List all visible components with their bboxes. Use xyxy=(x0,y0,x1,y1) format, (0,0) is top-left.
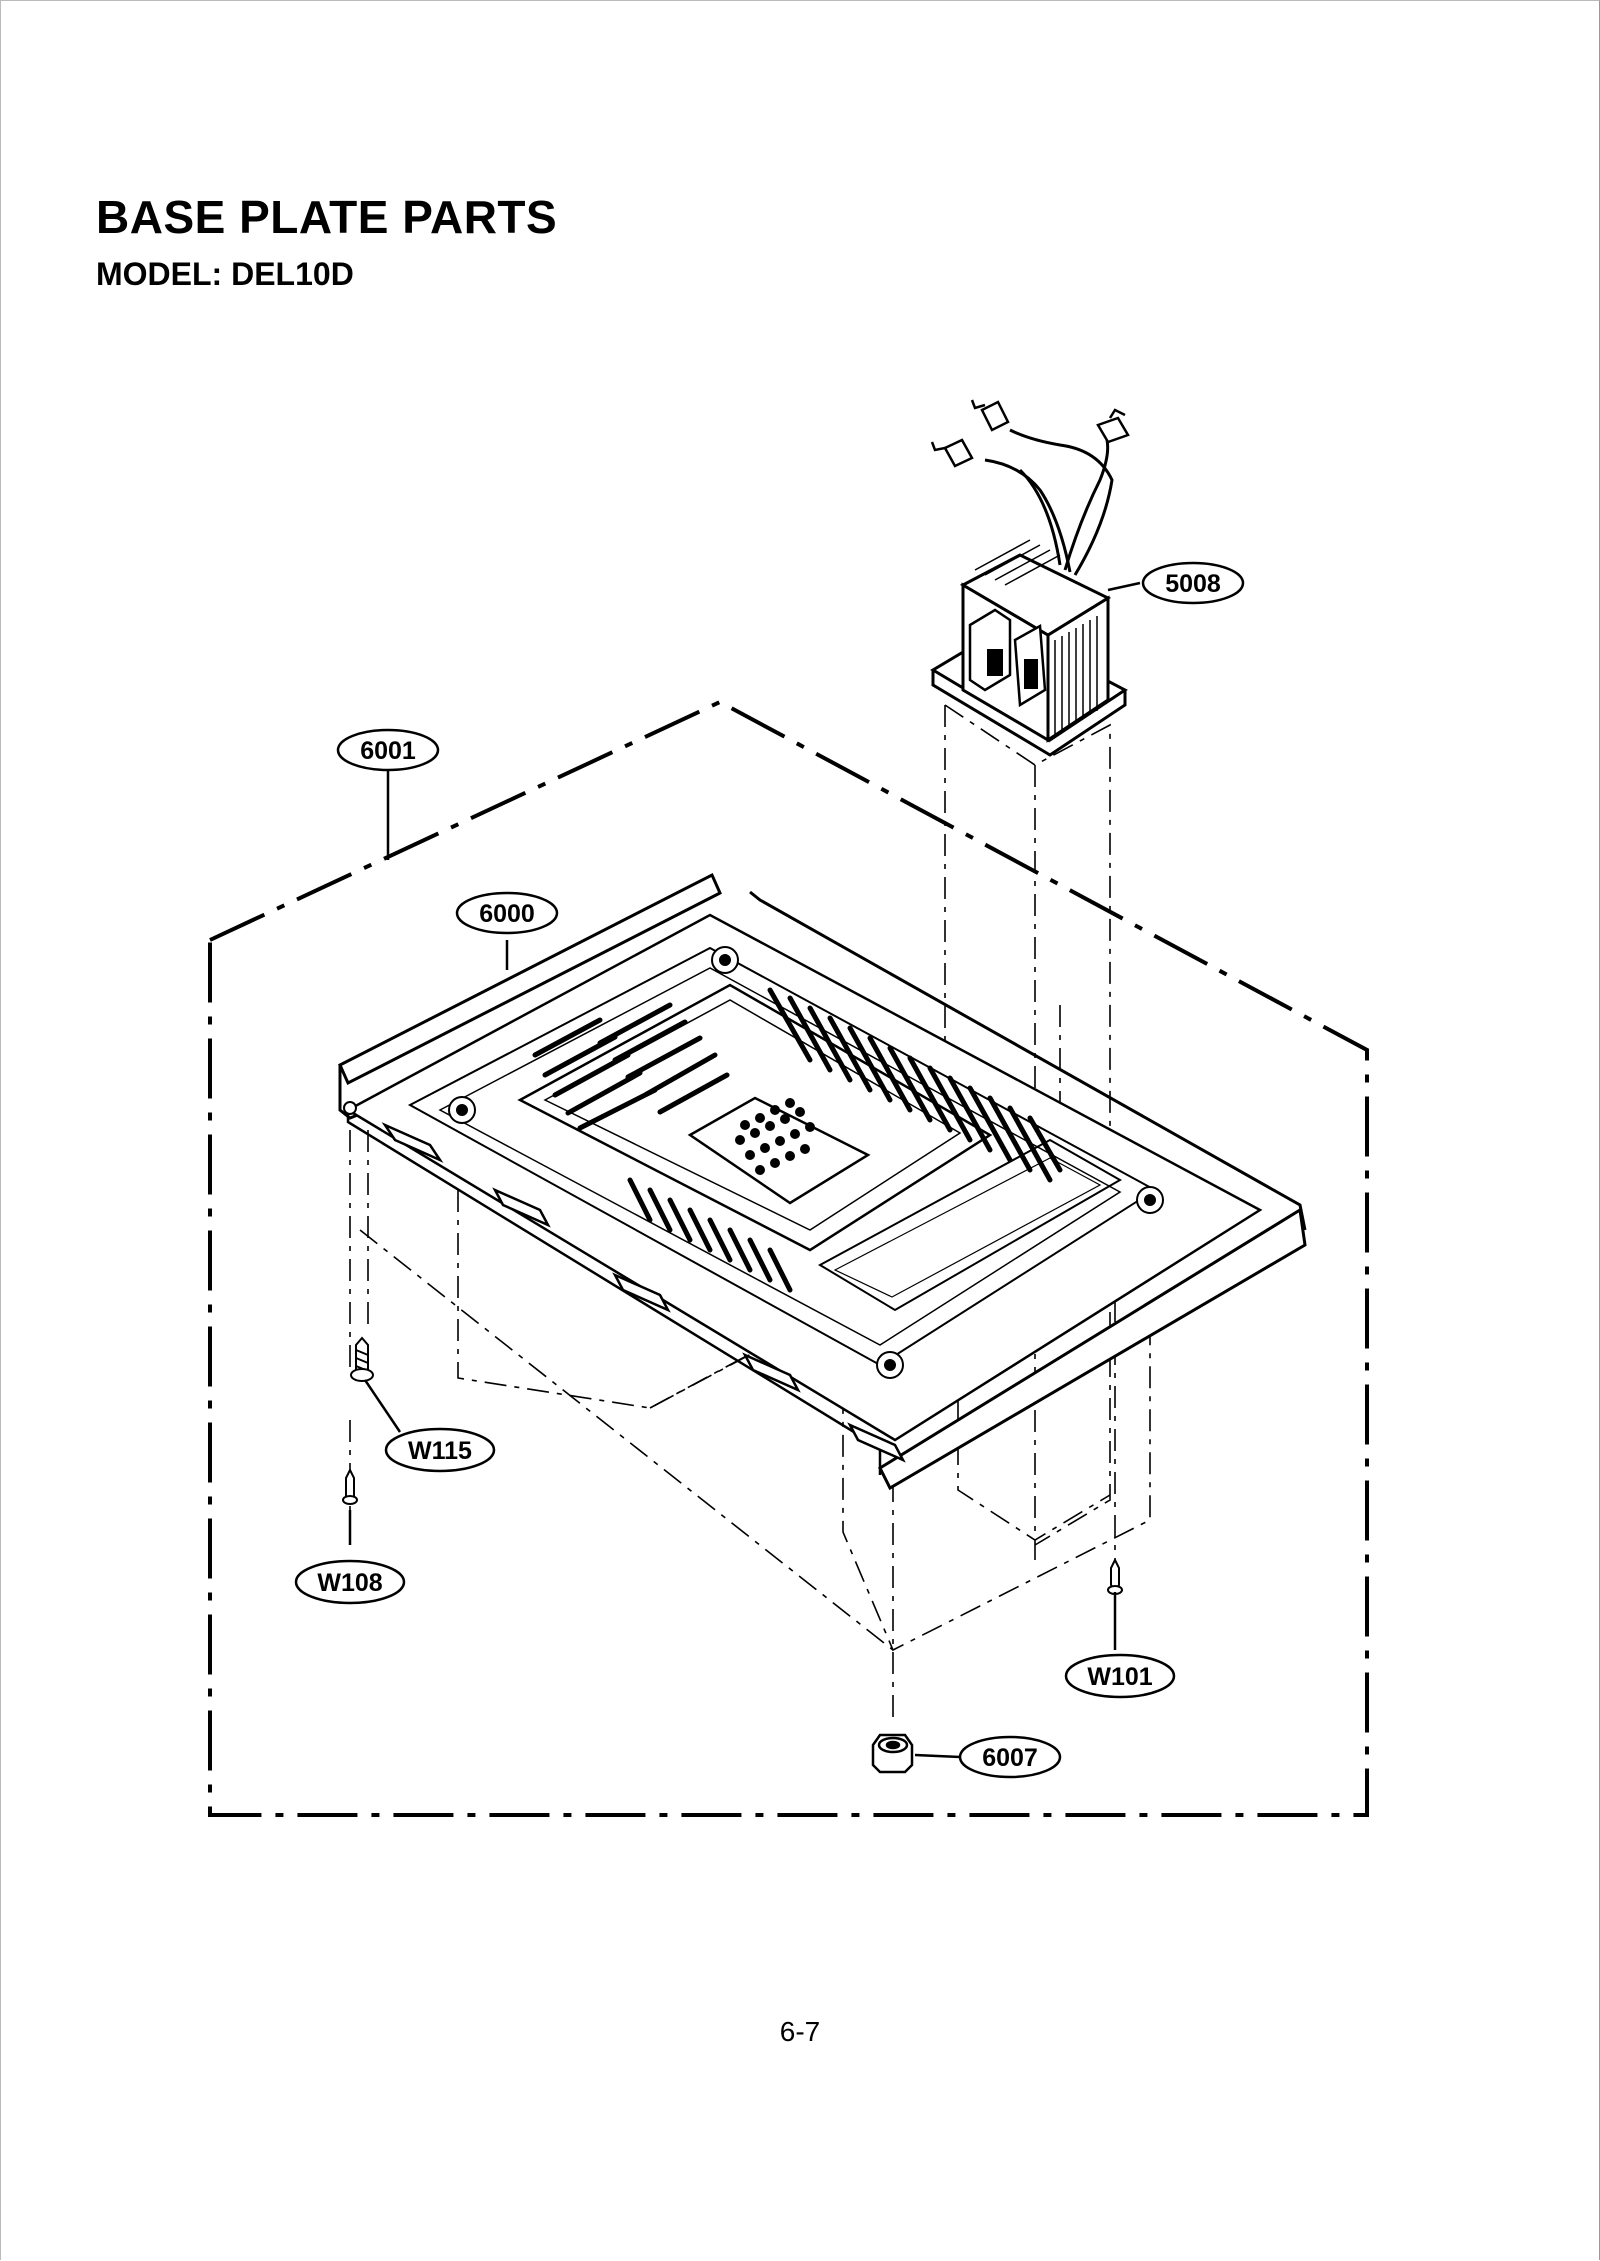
callout-w101: W101 xyxy=(1064,1653,1176,1699)
callout-w108: W108 xyxy=(294,1559,406,1605)
screw-w108 xyxy=(342,1467,358,1505)
transformer-5008 xyxy=(930,399,1130,757)
page-number: 6-7 xyxy=(779,2016,821,2047)
svg-text:W115: W115 xyxy=(408,1437,472,1465)
callout-6007: 6007 xyxy=(958,1735,1062,1779)
svg-text:W108: W108 xyxy=(317,1569,382,1597)
svg-text:6007: 6007 xyxy=(982,1744,1038,1772)
assembly-boundary-6001 xyxy=(208,699,1369,1817)
svg-text:6000: 6000 xyxy=(479,900,535,928)
svg-text:6001: 6001 xyxy=(360,737,416,765)
foot-6007 xyxy=(871,1733,914,1774)
page-title: BASE PLATE PARTS xyxy=(96,191,558,243)
plate-grille-holes xyxy=(735,1098,815,1175)
leader-lines xyxy=(348,581,1141,1759)
callout-w115: W115 xyxy=(384,1427,496,1473)
screw-w115 xyxy=(350,1336,374,1382)
plate-vent-slots xyxy=(532,987,1063,1293)
callout-6001: 6001 xyxy=(336,728,440,772)
plate-mounting-holes xyxy=(343,946,1164,1379)
base-plate-6000 xyxy=(338,872,1307,1491)
svg-text:W101: W101 xyxy=(1087,1663,1152,1691)
model-label: MODEL: DEL10D xyxy=(96,256,354,292)
svg-text:5008: 5008 xyxy=(1165,570,1221,598)
screw-w101 xyxy=(1107,1557,1123,1595)
callout-6000: 6000 xyxy=(455,891,559,935)
callout-5008: 5008 xyxy=(1141,561,1245,605)
